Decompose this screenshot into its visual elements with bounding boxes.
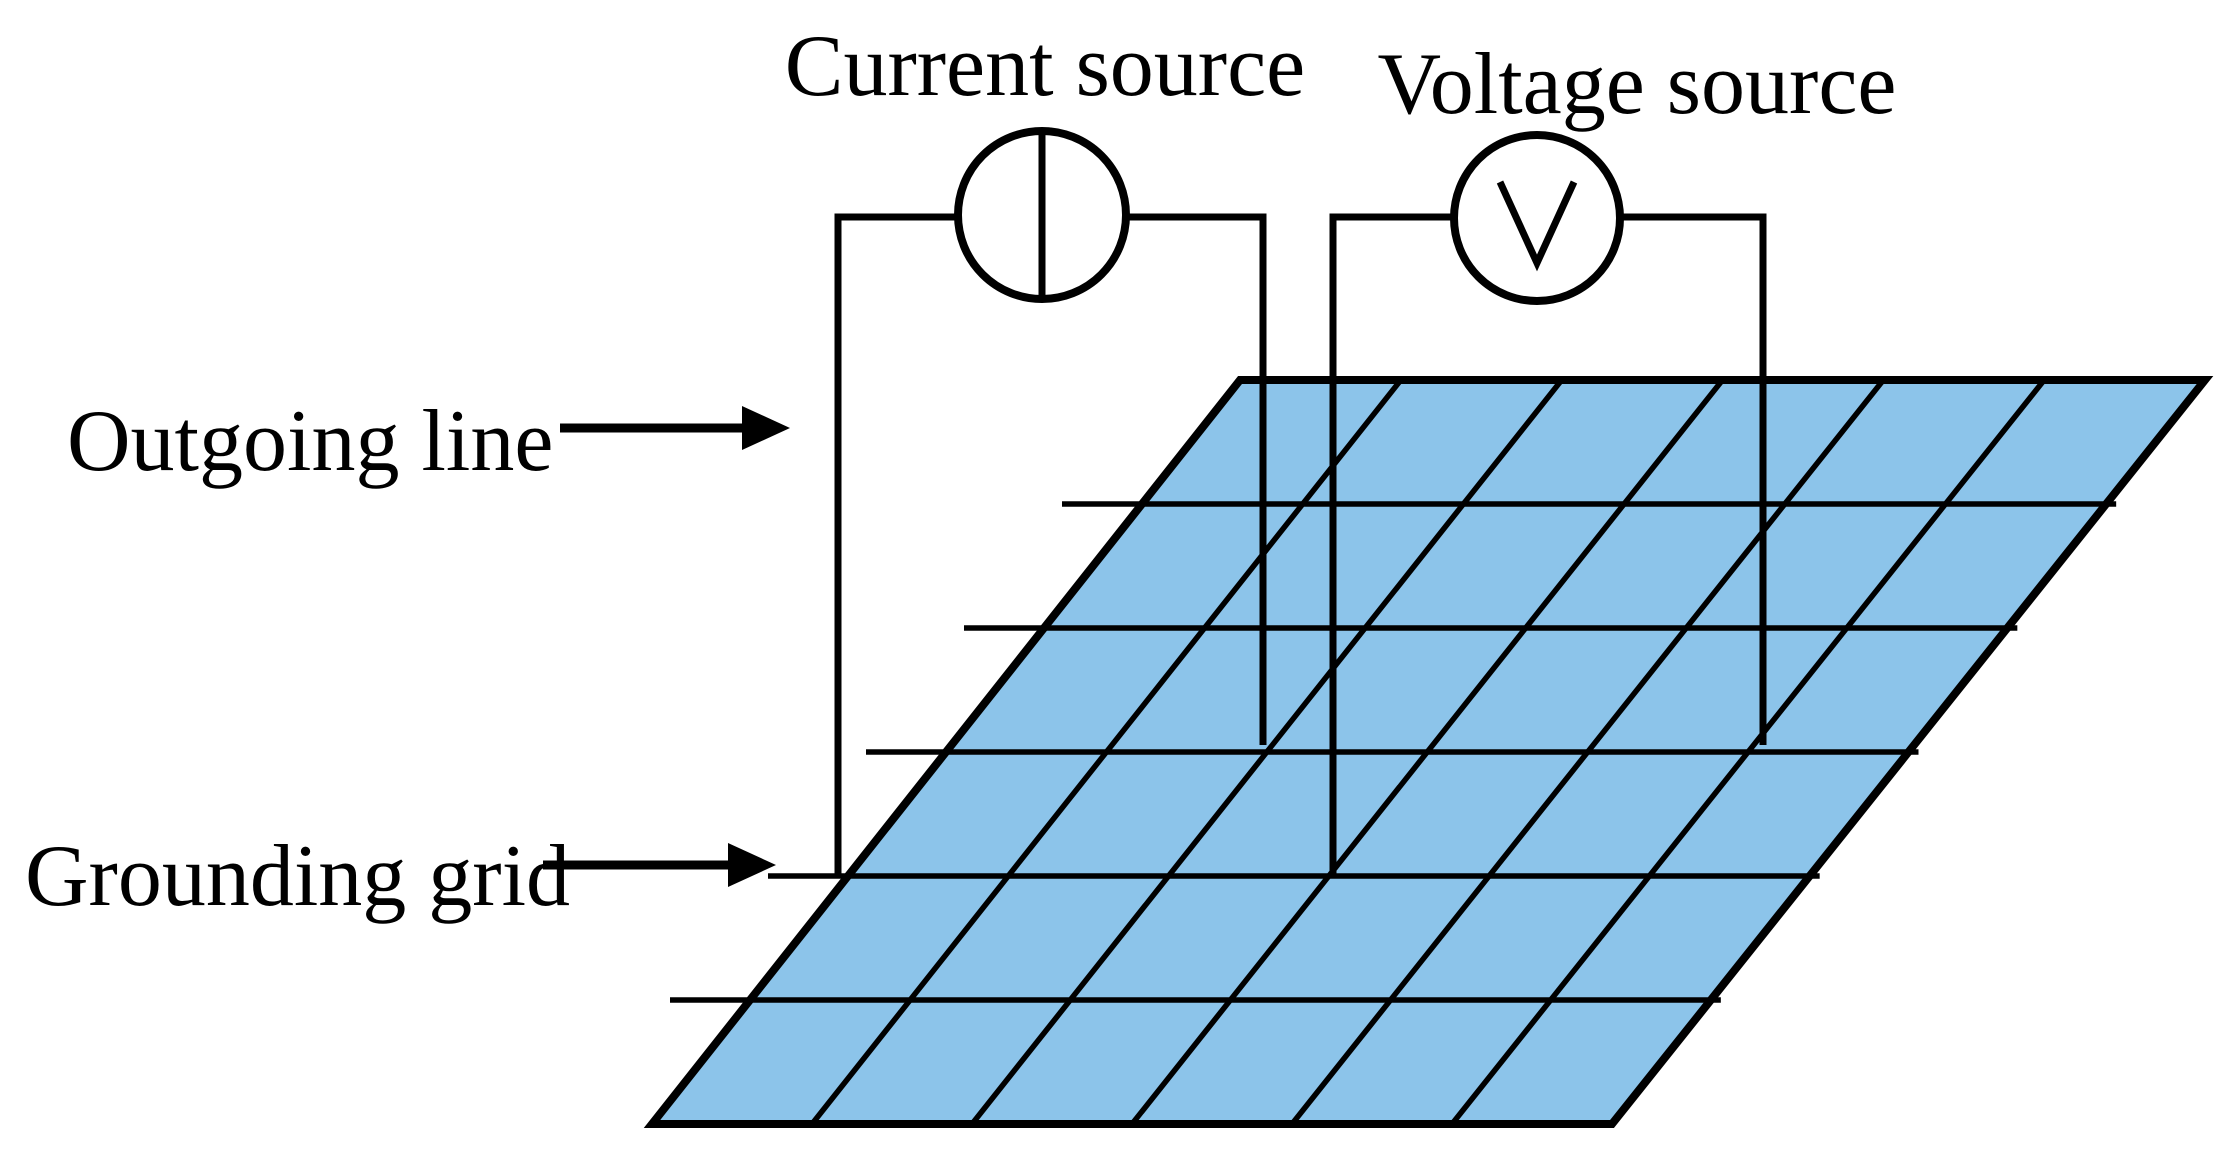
current-wire-left <box>834 213 958 875</box>
grounding-grid-arrow <box>543 843 776 887</box>
grid-lines <box>670 378 2117 1126</box>
voltage-wire-left <box>1329 213 1454 875</box>
grid-column-line <box>969 378 1564 1126</box>
outgoing-line-label: Outgoing line <box>67 393 553 490</box>
current-wire-right <box>1126 213 1267 745</box>
voltage-source-label: Voltage source <box>1378 36 1897 133</box>
grounding-grid <box>643 376 2214 1128</box>
voltage-source-circuit <box>1329 131 1767 875</box>
current-source-icon <box>954 127 1130 303</box>
grid-column-line <box>809 378 1403 1126</box>
voltage-wire-right <box>1620 213 1767 745</box>
grid-column-line <box>1289 378 1886 1126</box>
grounding-grid-label: Grounding grid <box>25 828 570 925</box>
grid-column-line <box>1129 378 1725 1126</box>
grid-column-line <box>1449 378 2047 1126</box>
voltmeter-icon <box>1450 131 1624 305</box>
outgoing-line-arrow <box>560 406 790 450</box>
current-source-circuit <box>834 127 1267 875</box>
current-source-label: Current source <box>785 18 1305 115</box>
